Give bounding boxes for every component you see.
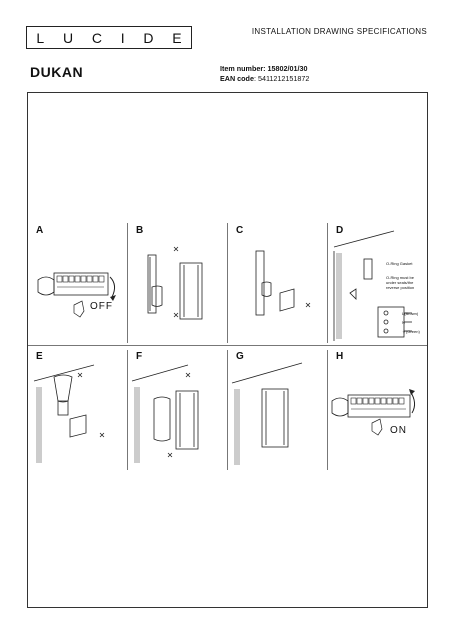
- logo-letter: D: [143, 29, 154, 46]
- step-panel-g: G: [228, 351, 326, 471]
- step-label: H: [336, 351, 344, 362]
- switch-off-illustration: [37, 272, 116, 318]
- off-text: OFF: [90, 301, 113, 312]
- step-panel-f: F: [128, 351, 226, 471]
- oring-warning: O-Ring must be under seals/the reverse p…: [386, 275, 415, 290]
- switch-on-illustration: [331, 389, 416, 436]
- disassembly-illustration: [147, 246, 203, 320]
- mounting-plate-illustration: [255, 250, 311, 316]
- lamp-mount-illustration: [33, 364, 105, 463]
- logo-letter: L: [36, 29, 45, 46]
- wire-live: L(Brown): [402, 311, 419, 316]
- logo-letter: C: [91, 29, 102, 46]
- ean-label: EAN code: [220, 74, 254, 83]
- step-panel-d: D O-Ring Gasket O-Ring must be under sea…: [328, 225, 426, 345]
- item-number-value: 15802/01/30: [267, 64, 308, 73]
- finished-lamp-illustration: [231, 362, 303, 465]
- row-divider: [28, 345, 427, 346]
- step-panel-b: B: [128, 225, 226, 345]
- panel-divider: [327, 223, 328, 343]
- wiring-illustration: [333, 230, 412, 341]
- panel-divider: [227, 350, 228, 470]
- item-number-label: Item number:: [220, 64, 266, 73]
- product-name: DUKAN: [30, 64, 84, 80]
- oring-note: O-Ring Gasket: [386, 261, 413, 266]
- on-text: ON: [390, 425, 407, 436]
- step-panel-e: E: [28, 351, 126, 471]
- step-panel-c: C: [228, 225, 326, 345]
- step-panel-a: A OFF: [28, 225, 126, 345]
- step-label: D: [336, 225, 344, 236]
- panel-divider: [127, 223, 128, 343]
- document-title: INSTALLATION DRAWING SPECIFICATIONS: [251, 27, 427, 36]
- brand-logo: L U C I D E: [26, 26, 192, 49]
- instruction-frame: A OFF B: [27, 92, 428, 608]
- ean-value: : 5411212151872: [253, 74, 310, 83]
- wire-neutral: N: [402, 320, 405, 325]
- step-label: E: [36, 351, 43, 362]
- panel-divider: [327, 350, 328, 470]
- step-label: B: [136, 225, 144, 236]
- cover-assembly-illustration: [131, 364, 199, 463]
- step-label: G: [236, 351, 244, 362]
- logo-letter: U: [62, 29, 74, 46]
- step-label: F: [136, 351, 143, 362]
- product-meta: Item number: 15802/01/30 EAN code: 54112…: [220, 64, 309, 84]
- step-panel-h: H ON: [328, 351, 426, 471]
- logo-letter: I: [120, 29, 125, 46]
- panel-divider: [227, 223, 228, 343]
- step-label: A: [36, 225, 44, 236]
- step-label: C: [236, 225, 244, 236]
- wire-earth: ⏚(Green): [402, 329, 420, 334]
- logo-letter: E: [172, 29, 182, 46]
- panel-divider: [127, 350, 128, 470]
